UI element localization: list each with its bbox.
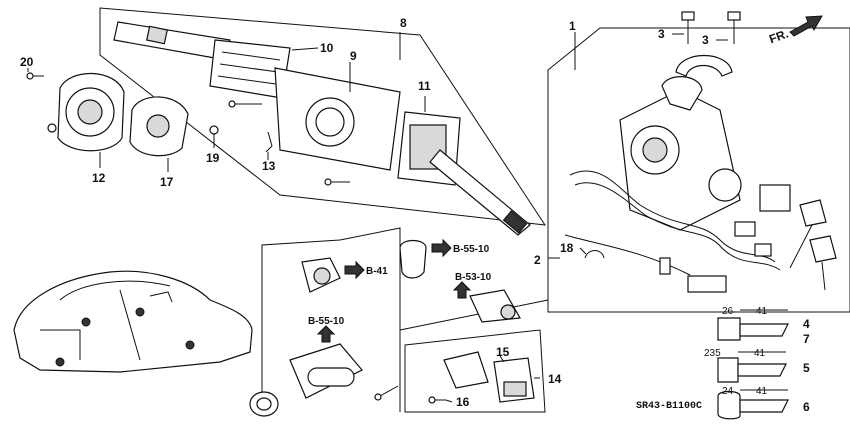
leader-lines — [27, 32, 728, 403]
arrow-up-icon — [452, 281, 472, 299]
arrow-up-icon — [316, 325, 336, 343]
key4-dim-b: 41 — [756, 306, 768, 317]
arrow-right-icon — [344, 260, 365, 280]
part-17 — [129, 96, 189, 157]
key-blank-5 — [717, 357, 787, 383]
front-arrow-icon — [789, 15, 823, 37]
key5-dim-a: 235 — [704, 348, 721, 359]
key6-dim-a: 24 — [722, 386, 734, 397]
callout-6: 6 — [803, 400, 810, 414]
ref-b53-10: B-53-10 — [455, 272, 492, 283]
key4-dim-a: 26 — [722, 306, 734, 317]
callout-10: 10 — [320, 41, 334, 55]
callout-16: 16 — [456, 395, 470, 409]
callout-8: 8 — [400, 16, 407, 30]
arrows — [316, 15, 823, 343]
ref-b55-10-bottom: B-55-10 — [308, 316, 345, 327]
group-outlines — [99, 7, 850, 413]
combination-switch — [113, 21, 531, 236]
key-dimensions: 26 41 235 41 24 41 — [704, 306, 788, 397]
callout-19: 19 — [206, 151, 220, 165]
callout-4: 4 — [803, 317, 810, 331]
callout-3a: 3 — [658, 27, 665, 41]
arrow-right-icon — [431, 238, 452, 258]
callout-7: 7 — [803, 332, 810, 346]
callout-1: 1 — [569, 19, 576, 33]
reference-labels: B-41 B-55-10 B-53-10 B-55-10 — [308, 244, 492, 327]
screw-20 — [26, 72, 44, 80]
key6-dim-b: 41 — [756, 386, 768, 397]
ref-b41: B-41 — [366, 266, 388, 277]
car-silhouette — [13, 270, 253, 373]
callout-18: 18 — [560, 241, 574, 255]
callout-15: 15 — [496, 345, 510, 359]
ref-b55-10-top: B-55-10 — [453, 244, 490, 255]
callout-14: 14 — [548, 372, 562, 386]
trunk-cylinder — [301, 257, 341, 293]
fuel-lid-cylinder — [399, 239, 427, 279]
callout-20: 20 — [20, 55, 34, 69]
callout-12: 12 — [92, 171, 106, 185]
callout-9: 9 — [350, 49, 357, 63]
door-cylinder-right — [469, 289, 521, 323]
front-label: FR. — [767, 27, 790, 47]
key5-dim-b: 41 — [754, 348, 766, 359]
callout-2: 2 — [534, 253, 541, 267]
callout-labels: 1 2 3 3 4 5 6 7 8 9 10 11 12 13 14 15 16… — [20, 16, 810, 414]
steering-lock — [564, 11, 837, 293]
callout-11: 11 — [418, 79, 431, 93]
callout-13: 13 — [262, 159, 276, 173]
callout-17: 17 — [160, 175, 174, 189]
callout-3b: 3 — [702, 33, 709, 47]
cable-reel — [47, 72, 125, 152]
key-blank-6 — [717, 390, 789, 420]
switch-16 — [428, 351, 489, 404]
screw-19 — [209, 125, 219, 142]
diagram-code: SR43-B1100C — [636, 401, 702, 412]
switch-15 — [493, 357, 535, 403]
door-cylinder-left — [249, 343, 399, 417]
clip-13 — [265, 131, 273, 153]
key-blank-4 — [717, 317, 789, 341]
callout-5: 5 — [803, 361, 810, 375]
